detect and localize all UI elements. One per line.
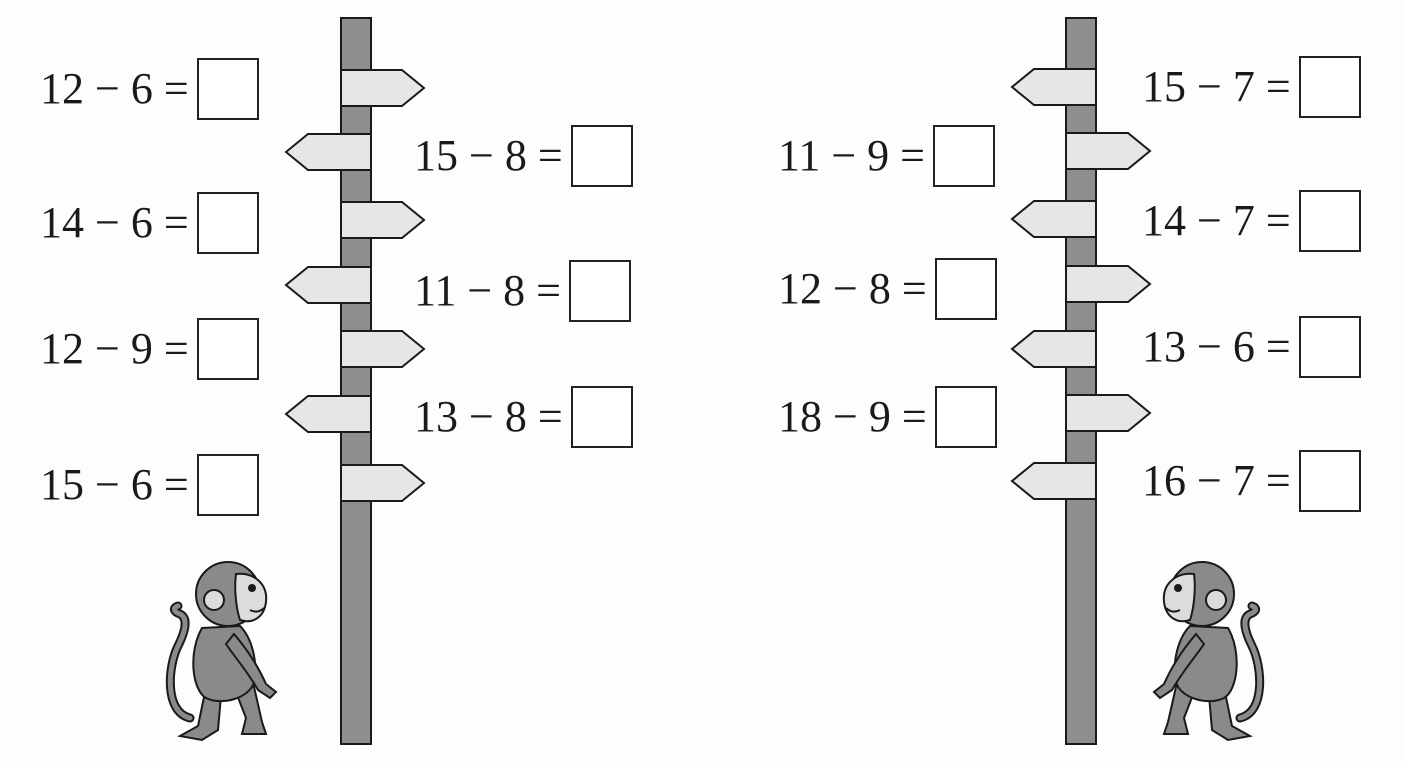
exercise: 15 − 8 = [414,125,633,187]
exercise: 11 − 9 = [778,125,995,187]
exercise-expression: 15 − 8 = [414,131,563,180]
arrow-left-icon [284,266,372,304]
arrow-left-icon [1010,462,1097,500]
arrow-left-icon [284,133,372,171]
arrow-right-icon [1065,394,1152,432]
exercise-expression: 14 − 7 = [1142,196,1291,245]
exercise-expression: 12 − 8 = [778,264,927,313]
arrow-left-icon [1010,68,1097,106]
exercise: 18 − 9 = [778,386,997,448]
exercise: 14 − 6 = [40,192,259,254]
answer-box[interactable] [1298,450,1361,512]
right-signpost [1010,17,1152,745]
exercise: 13 − 8 = [414,386,633,448]
arrow-right-icon [340,201,426,239]
exercise-expression: 16 − 7 = [1142,456,1291,505]
arrow-right-icon [1065,265,1152,303]
exercise-expression: 12 − 6 = [40,64,189,113]
exercise: 12 − 9 = [40,318,259,380]
exercise-expression: 14 − 6 = [40,198,189,247]
exercise: 11 − 8 = [414,260,631,322]
exercise: 15 − 6 = [40,454,259,516]
monkey-icon [170,562,276,740]
exercise: 12 − 6 = [40,58,259,120]
arrow-left-icon [1010,330,1097,368]
answer-box[interactable] [934,258,997,320]
exercise-expression: 15 − 7 = [1142,62,1291,111]
exercise-expression: 15 − 6 = [40,460,189,509]
arrow-right-icon [340,69,426,107]
exercise: 16 − 7 = [1142,450,1361,512]
arrow-left-icon [284,395,372,433]
answer-box[interactable] [570,125,633,187]
exercise: 13 − 6 = [1142,316,1361,378]
left-post [340,17,372,745]
answer-box[interactable] [196,454,259,516]
right-post [1065,17,1097,745]
arrow-right-icon [340,330,426,368]
exercise-expression: 11 − 9 = [778,131,925,180]
exercise-expression: 12 − 9 = [40,324,189,373]
exercise-expression: 18 − 9 = [778,392,927,441]
answer-box[interactable] [569,260,631,322]
exercise-expression: 13 − 6 = [1142,322,1291,371]
arrow-right-icon [340,464,426,502]
answer-box[interactable] [1298,316,1361,378]
answer-box[interactable] [933,125,995,187]
exercise-expression: 11 − 8 = [414,266,561,315]
answer-box[interactable] [196,192,259,254]
monkey-icon [1154,562,1260,740]
arrow-right-icon [1065,132,1152,170]
answer-box[interactable] [196,318,259,380]
answer-box[interactable] [934,386,997,448]
answer-box[interactable] [570,386,633,448]
answer-box[interactable] [1298,190,1361,252]
left-signpost [284,17,426,745]
arrow-left-icon [1010,200,1097,238]
exercise: 12 − 8 = [778,258,997,320]
exercise: 14 − 7 = [1142,190,1361,252]
exercise-expression: 13 − 8 = [414,392,563,441]
answer-box[interactable] [196,58,259,120]
answer-box[interactable] [1298,56,1361,118]
exercise: 15 − 7 = [1142,56,1361,118]
